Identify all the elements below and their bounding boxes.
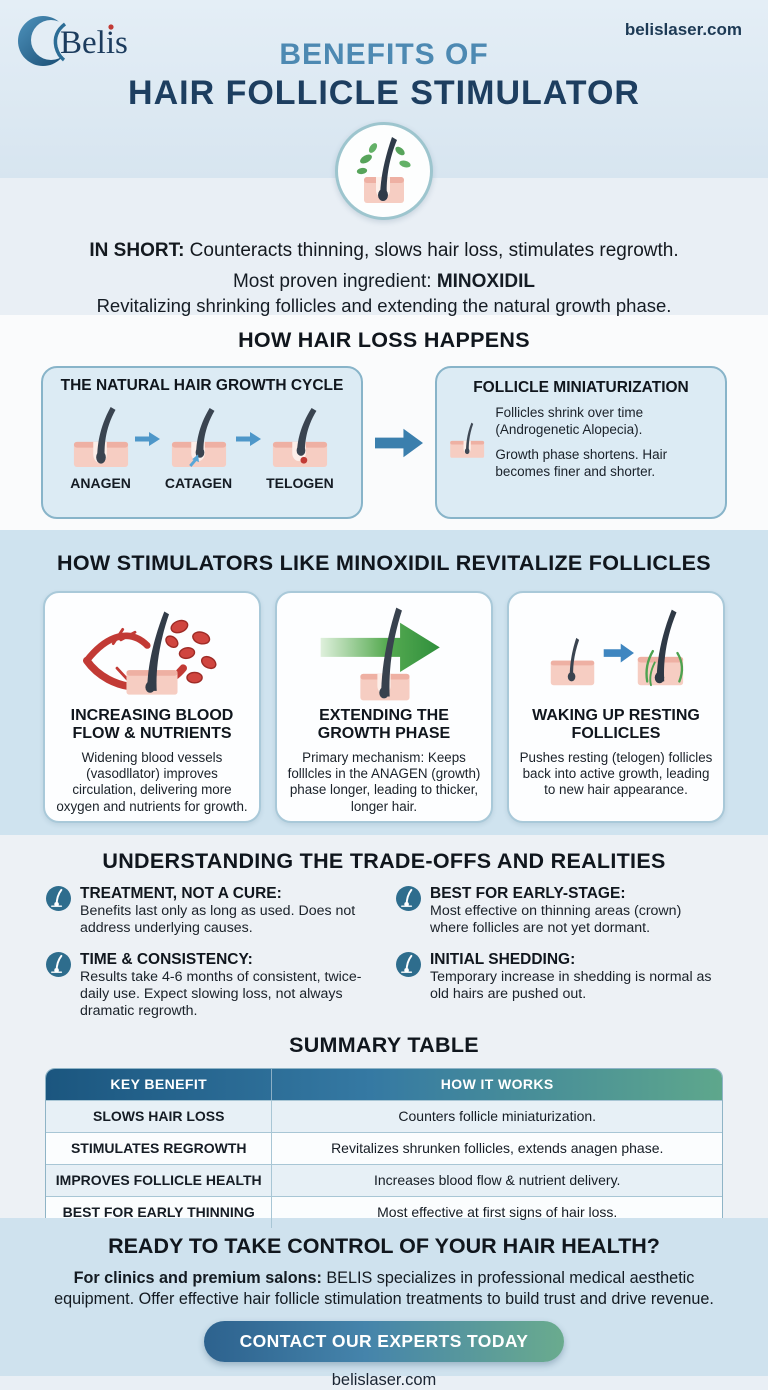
how-cell: Most effective at first signs of hair lo… bbox=[377, 1204, 618, 1221]
tradeoffs-heading: UNDERSTANDING THE TRADE-OFFS AND REALITI… bbox=[102, 849, 666, 873]
catagen-follicle-icon bbox=[171, 408, 226, 467]
page-title: BENEFITS OF HAIR FOLLICLE STIMULATOR bbox=[0, 38, 768, 113]
footer-cta-section: READY TO TAKE CONTROL OF YOUR HAIR HEALT… bbox=[0, 1218, 768, 1389]
stage-label: TELOGEN bbox=[266, 475, 334, 491]
contact-experts-button[interactable]: CONTACT OUR EXPERTS TODAY bbox=[203, 1321, 565, 1363]
tradeoff-body: Results take 4-6 months of consistent, t… bbox=[80, 968, 362, 1020]
belis-logo: Belis bbox=[16, 14, 148, 73]
follicle-bullet-icon bbox=[396, 951, 421, 977]
stage-anagen: ANAGEN bbox=[70, 401, 131, 491]
stage-arrow-icon bbox=[236, 432, 262, 446]
tradeoff-body: Benefits last only as long as used. Does… bbox=[80, 903, 356, 937]
table-header-row: KEY BENEFIT HOW IT WORKS bbox=[46, 1068, 722, 1100]
tradeoffs-section: UNDERSTANDING THE TRADE-OFFS AND REALITI… bbox=[0, 835, 768, 1229]
belis-logo-icon: Belis bbox=[18, 16, 128, 66]
stage-arrow-icon bbox=[134, 432, 160, 446]
site-url-bottom[interactable]: belislaser.com bbox=[331, 1371, 437, 1390]
benefit-cell: BEST FOR EARLY THINNING bbox=[46, 1196, 273, 1228]
card-title: INCREASING BLOOD FLOW & NUTRIENTS bbox=[70, 707, 234, 743]
tradeoff-title: TREATMENT, NOT A CURE: bbox=[80, 885, 282, 902]
stimulators-section: HOW STIMULATORS LIKE MINOXIDIL REVITALIZ… bbox=[0, 530, 768, 835]
table-row: IMPROVES FOLLICLE HEALTH Increases blood… bbox=[46, 1163, 722, 1196]
follicle-badge bbox=[335, 122, 433, 220]
header-section: Belis belislaser.com BENEFITS OF HAIR FO… bbox=[0, 0, 768, 316]
title-line1: BENEFITS OF bbox=[279, 38, 489, 71]
growth-arrow-icon bbox=[320, 607, 440, 701]
miniaturization-para1: Follicles shrink over time (Androgenetic… bbox=[495, 405, 644, 437]
tradeoff-body: Temporary increase in shedding is normal… bbox=[430, 968, 712, 1002]
growth-cycle-title: THE NATURAL HAIR GROWTH CYCLE bbox=[60, 377, 344, 394]
title-line2: HAIR FOLLICLE STIMULATOR bbox=[128, 74, 640, 112]
site-url-top[interactable]: belislaser.com bbox=[624, 20, 742, 39]
miniaturized-follicle-icon bbox=[450, 422, 485, 458]
anagen-follicle-icon bbox=[73, 407, 128, 467]
stage-label: ANAGEN bbox=[70, 475, 131, 491]
stage-catagen: CATAGEN bbox=[165, 401, 232, 491]
ingredient-prefix: Most proven ingredient: bbox=[232, 271, 437, 292]
tradeoff-body: Most effective on thinning areas (crown)… bbox=[430, 903, 682, 937]
in-short-line: IN SHORT: Counteracts thinning, slows ha… bbox=[0, 240, 768, 262]
tradeoff-item-consistency: TIME & CONSISTENCY: Results take 4-6 mon… bbox=[46, 951, 372, 1021]
summary-table: KEY BENEFIT HOW IT WORKS SLOWS HAIR LOSS… bbox=[45, 1067, 723, 1229]
follicle-badge-icon bbox=[356, 137, 411, 203]
footer-heading: READY TO TAKE CONTROL OF YOUR HAIR HEALT… bbox=[108, 1234, 660, 1258]
benefit-cell: STIMULATES REGROWTH bbox=[46, 1132, 273, 1164]
ingredient-line: Most proven ingredient: MINOXIDIL bbox=[0, 271, 768, 293]
column-header: HOW IT WORKS bbox=[440, 1076, 554, 1093]
stage-telogen: TELOGEN bbox=[266, 401, 334, 491]
tradeoff-title: INITIAL SHEDDING: bbox=[430, 950, 576, 968]
table-row: SLOWS HAIR LOSS Counters follicle miniat… bbox=[46, 1099, 722, 1132]
waking-follicles-icon bbox=[550, 609, 684, 687]
miniaturization-para2: Growth phase shortens. Hair becomes fine… bbox=[495, 446, 668, 479]
card-growth-phase: EXTENDING THE GROWTH PHASE Primary mecha… bbox=[275, 591, 493, 823]
table-row: STIMULATES REGROWTH Revitalizes shrunken… bbox=[46, 1131, 722, 1164]
stimulators-heading: HOW STIMULATORS LIKE MINOXIDIL REVITALIZ… bbox=[57, 551, 711, 575]
ingredient-desc: Revitalizing shrinking follicles and ext… bbox=[96, 295, 672, 316]
column-header: KEY BENEFIT bbox=[46, 1068, 273, 1100]
card-body: Pushes resting (telogen) follicles back … bbox=[519, 749, 713, 798]
card-blood-flow: INCREASING BLOOD FLOW & NUTRIENTS Wideni… bbox=[43, 591, 261, 823]
follicle-bullet-icon bbox=[46, 951, 71, 977]
follicle-bullet-icon bbox=[46, 886, 71, 911]
card-body: Primary mechanism: Keeps folllcles in th… bbox=[287, 749, 481, 814]
miniaturization-text: Follicles shrink over time (Androgenetic… bbox=[495, 405, 713, 481]
footer-body-rest: BELIS specializes in professional medica… bbox=[54, 1269, 714, 1308]
flow-arrow-icon bbox=[375, 428, 423, 457]
tradeoff-item-treatment: TREATMENT, NOT A CURE: Benefits last onl… bbox=[46, 885, 372, 938]
how-cell: Increases blood flow & nutrient delivery… bbox=[374, 1172, 621, 1189]
benefit-cell: IMPROVES FOLLICLE HEALTH bbox=[46, 1164, 273, 1196]
card-body: Widening blood vessels (vasodllator) imp… bbox=[56, 749, 248, 814]
ingredient-name: MINOXIDIL bbox=[436, 271, 535, 292]
miniaturization-box: FOLLICLE MINIATURIZATION Follicles shrin… bbox=[435, 366, 727, 519]
telogen-follicle-icon bbox=[272, 408, 327, 467]
tradeoff-item-shedding: INITIAL SHEDDING: Temporary increase in … bbox=[396, 951, 722, 1021]
how-cell: Revitalizes shrunken follicles, extends … bbox=[331, 1140, 664, 1157]
in-short-text: Counteracts thinning, slows hair loss, s… bbox=[184, 240, 679, 261]
summary-table-heading: SUMMARY TABLE bbox=[289, 1032, 479, 1057]
tradeoff-item-early-stage: BEST FOR EARLY-STAGE: Most effective on … bbox=[396, 885, 722, 938]
card-title: EXTENDING THE GROWTH PHASE bbox=[317, 707, 451, 743]
hair-loss-heading: HOW HAIR LOSS HAPPENS bbox=[238, 328, 530, 352]
hair-loss-section: HOW HAIR LOSS HAPPENS THE NATURAL HAIR G… bbox=[0, 315, 768, 530]
benefit-cell: SLOWS HAIR LOSS bbox=[46, 1100, 273, 1132]
logo-text: Belis bbox=[60, 25, 128, 61]
card-title: WAKING UP RESTING FOLLICLES bbox=[532, 707, 700, 743]
stage-label: CATAGEN bbox=[164, 475, 233, 491]
table-row: BEST FOR EARLY THINNING Most effective a… bbox=[46, 1195, 722, 1228]
miniaturization-title: FOLLICLE MINIATURIZATION bbox=[473, 379, 689, 396]
blood-flow-icon bbox=[82, 611, 217, 695]
card-waking-follicles: WAKING UP RESTING FOLLICLES Pushes resti… bbox=[507, 591, 725, 823]
growth-cycle-box: THE NATURAL HAIR GROWTH CYCLE ANAGEN bbox=[41, 366, 363, 519]
tradeoff-title: BEST FOR EARLY-STAGE: bbox=[430, 885, 626, 902]
tradeoff-title: TIME & CONSISTENCY: bbox=[80, 950, 253, 968]
footer-body: For clinics and premium salons: BELIS sp… bbox=[48, 1268, 720, 1309]
follicle-bullet-icon bbox=[396, 886, 421, 911]
in-short-label: IN SHORT: bbox=[89, 240, 185, 261]
footer-body-bold: For clinics and premium salons: bbox=[73, 1269, 322, 1287]
how-cell: Counters follicle miniaturization. bbox=[398, 1108, 597, 1125]
